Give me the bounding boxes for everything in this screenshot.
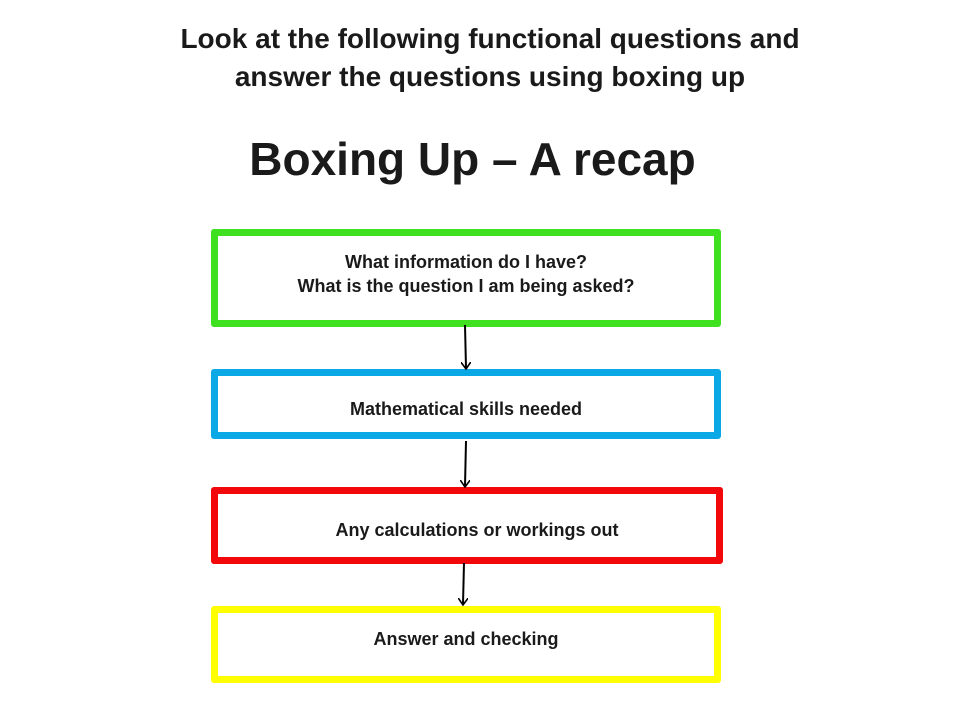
arrow-step-1-to-2 — [465, 324, 466, 368]
step-box-information: What information do I have? What is the … — [211, 229, 721, 327]
step-box-skills: Mathematical skills needed — [211, 369, 721, 439]
step-3-label: Any calculations or workings out — [335, 520, 619, 540]
header-line-1: Look at the following functional questio… — [180, 23, 800, 54]
slide-title: Boxing Up – A recap — [249, 133, 696, 185]
step-1-line-2: What is the question I am being asked? — [297, 276, 635, 296]
arrow-step-3-to-4 — [463, 562, 464, 604]
step-box-answer: Answer and checking — [211, 606, 721, 683]
arrow-step-2-to-3 — [465, 440, 466, 486]
step-4-label: Answer and checking — [373, 629, 559, 649]
step-1-line-1: What information do I have? — [345, 252, 587, 272]
step-2-label: Mathematical skills needed — [349, 399, 583, 419]
header-line-2: answer the questions using boxing up — [234, 61, 746, 92]
step-box-calculations: Any calculations or workings out — [211, 487, 723, 564]
slide-header: Look at the following functional questio… — [10, 20, 960, 96]
